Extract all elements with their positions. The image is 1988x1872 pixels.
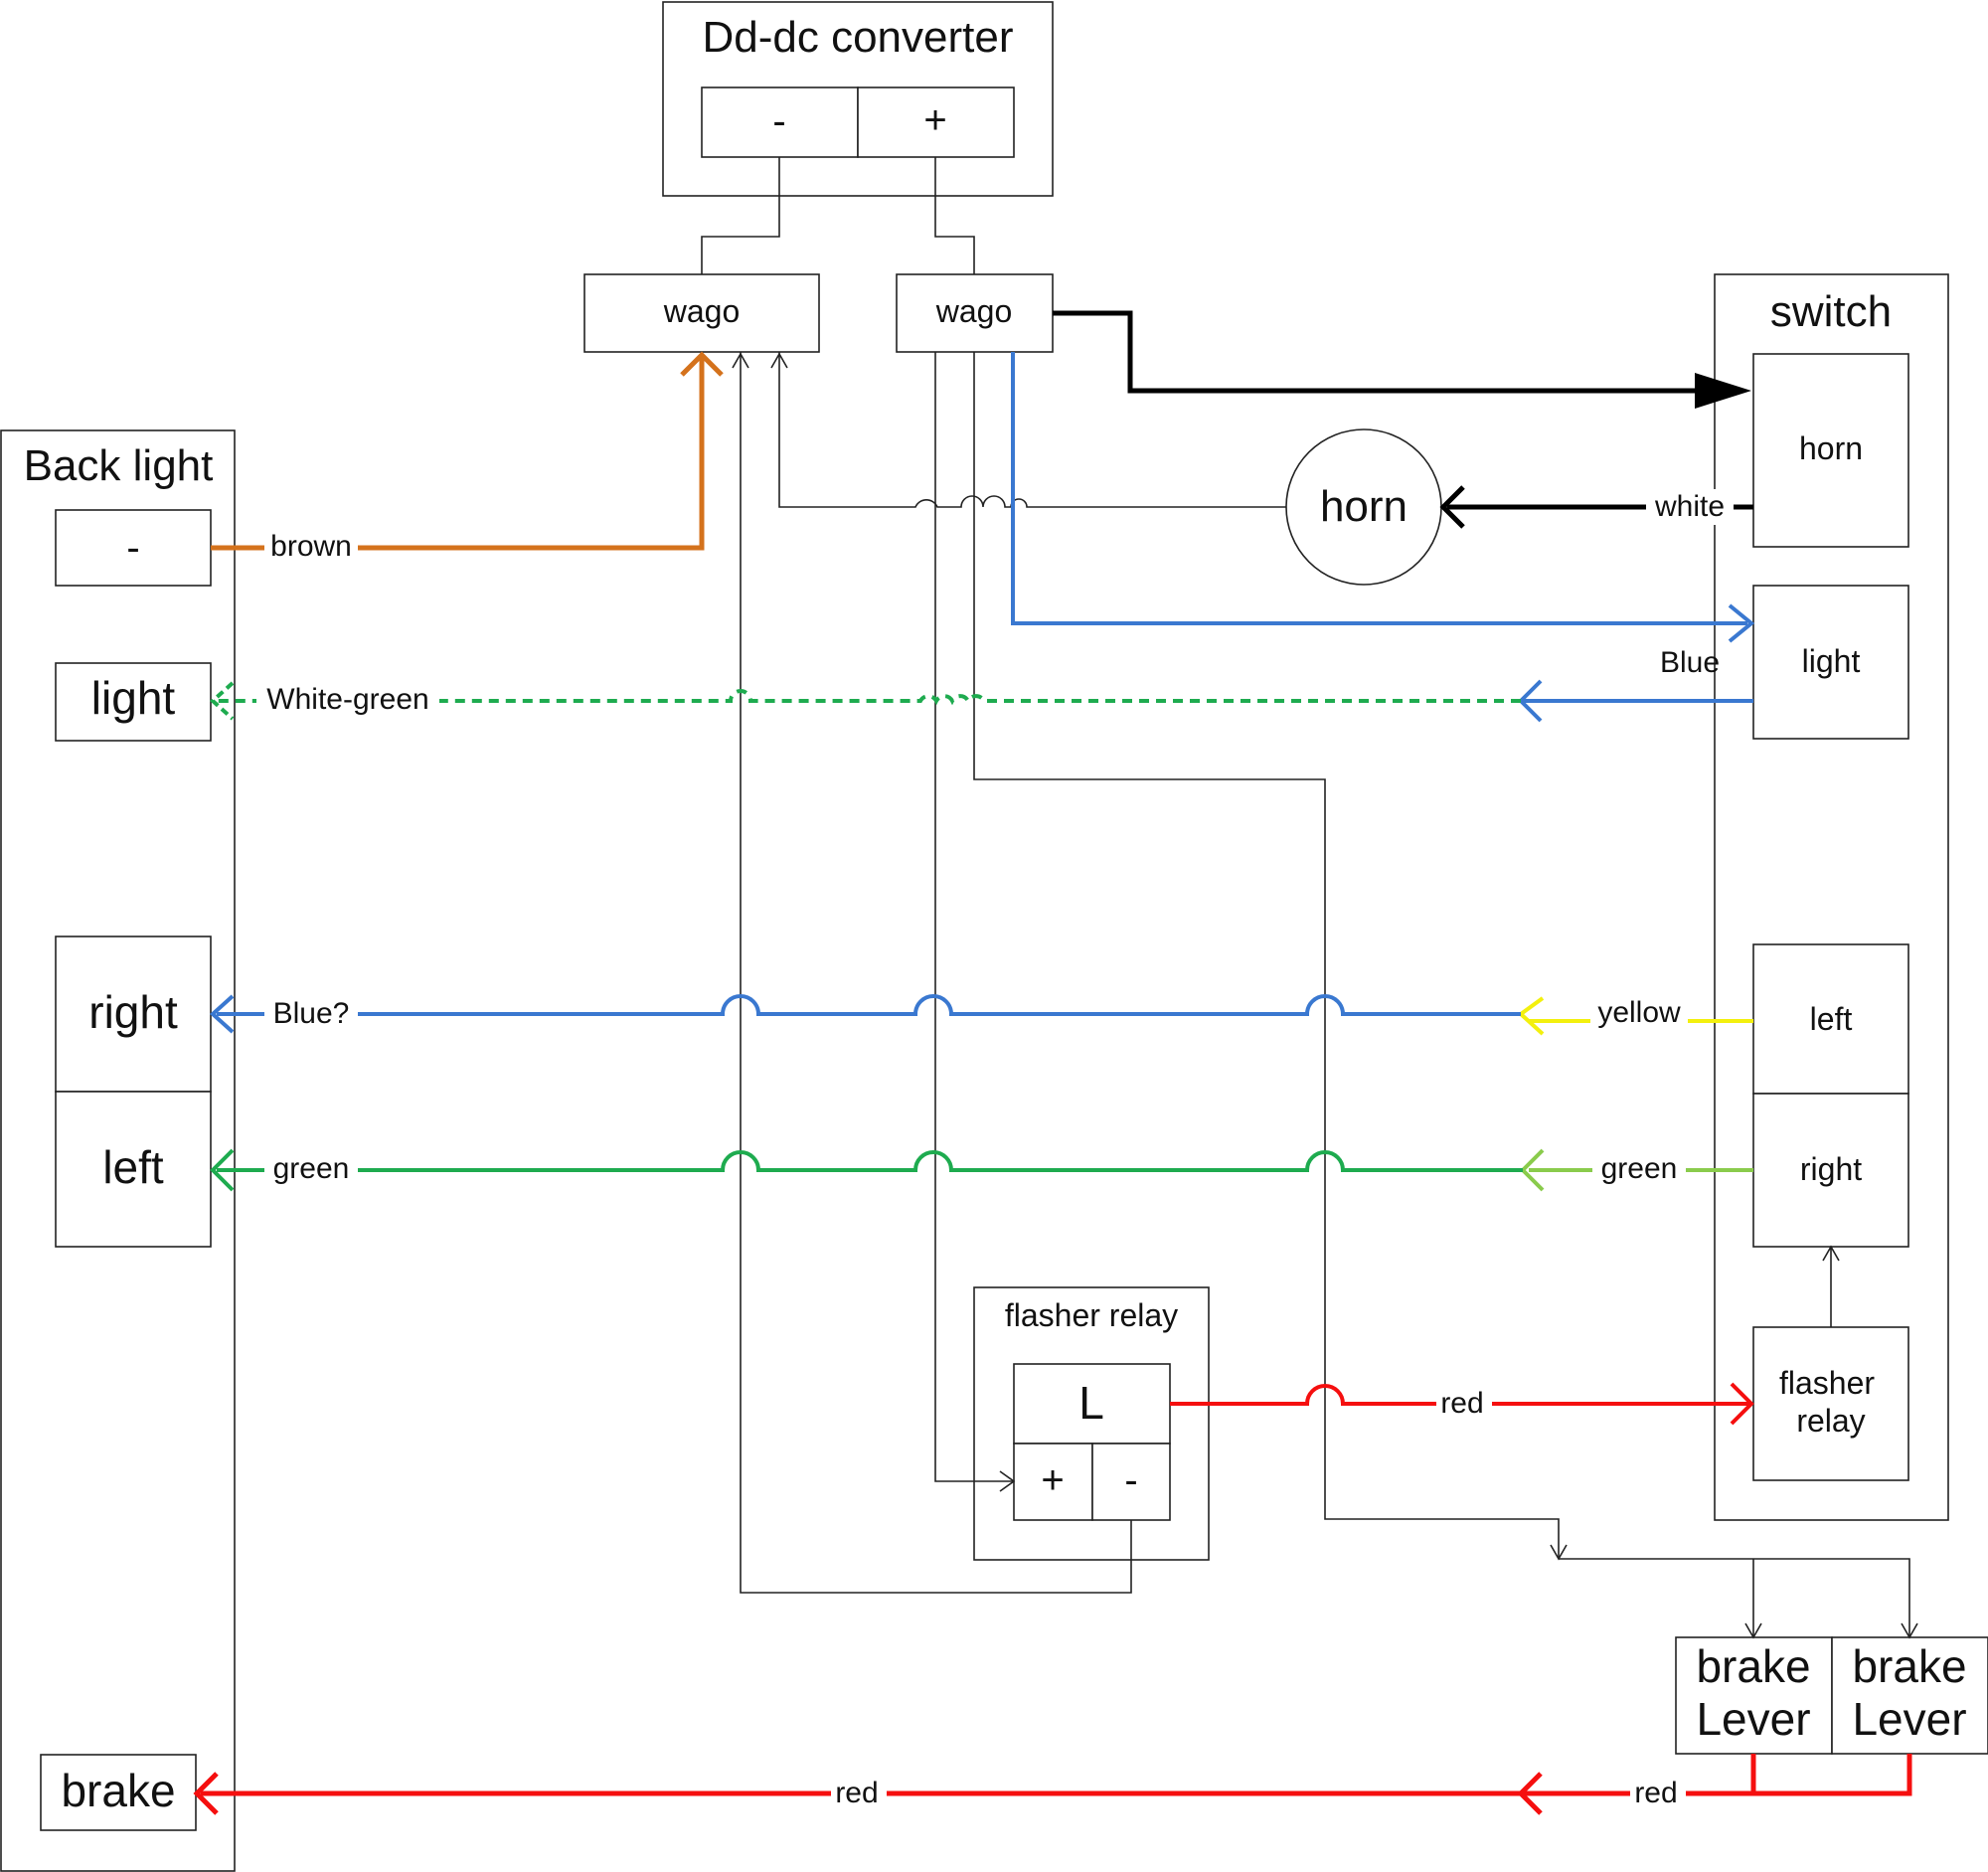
wire-horn-return	[778, 352, 1286, 508]
arrow-wago-left-a	[732, 352, 749, 369]
wire-green-left: green	[210, 1148, 1523, 1192]
back-light-left-label: left	[102, 1141, 164, 1193]
brake-lever-2-line1: brake	[1852, 1640, 1966, 1692]
brake-lever-1-line2: Lever	[1696, 1693, 1810, 1745]
flasher-relay-minus-terminal	[1091, 1443, 1171, 1521]
wire-label-green-right: green	[1601, 1152, 1678, 1185]
brake-lever-2-line2: Lever	[1852, 1693, 1966, 1745]
switch-left-terminal	[1752, 943, 1909, 1095]
back-light-unit: Back light - light right left brake	[0, 429, 236, 1872]
brake-levers: brake Lever brake Lever	[1675, 1636, 1988, 1755]
horn-label: horn	[1320, 482, 1408, 531]
wire-flasher-to-switch-right	[1822, 1245, 1840, 1327]
wire-red-relay: red	[1170, 1382, 1754, 1426]
wire-converter-plus-to-wago	[934, 157, 975, 274]
wire-label-brown: brown	[270, 530, 352, 563]
wire-wago-to-relay-plus	[934, 352, 1014, 1482]
wire-converter-minus-to-wago	[701, 157, 780, 274]
converter-minus-terminal	[701, 86, 859, 158]
back-light-left-terminal	[55, 1091, 212, 1248]
back-light-minus-label: -	[126, 526, 139, 570]
back-light-minus-terminal	[55, 509, 212, 587]
flasher-relay-L-terminal	[1013, 1363, 1171, 1445]
wire-blue-q: Blue?	[210, 994, 1521, 1034]
flasher-relay-title: flasher relay	[1005, 1297, 1178, 1333]
dc-dc-converter: Dd-dc converter - +	[662, 1, 1054, 197]
switch-unit: switch horn light left right flasher rel…	[1714, 273, 1949, 1521]
brake-lever-2	[1831, 1636, 1988, 1755]
switch-title: switch	[1770, 287, 1892, 336]
wire-wago-to-relay-minus	[740, 352, 1132, 1594]
converter-plus-label: +	[923, 98, 946, 142]
back-light-light-label: light	[91, 672, 176, 724]
converter-title: Dd-dc converter	[702, 13, 1013, 62]
wire-green-right: green	[1520, 1148, 1753, 1192]
wire-label-yellow: yellow	[1597, 996, 1681, 1029]
switch-flasher-label-line2: relay	[1796, 1403, 1865, 1439]
switch-left-label: left	[1810, 1001, 1853, 1037]
wire-yellow: yellow	[1517, 995, 1753, 1036]
wago-right-label: wago	[935, 293, 1013, 329]
back-light-title: Back light	[24, 441, 214, 490]
wire-label-white: white	[1654, 490, 1725, 523]
converter-plus-terminal	[857, 86, 1015, 158]
switch-flasher-label-line1: flasher	[1779, 1365, 1875, 1401]
wire-label-white-green: White-green	[266, 683, 428, 716]
wire-white: white	[1439, 485, 1753, 529]
wago-left-label: wago	[663, 293, 741, 329]
arrow-relay-plus	[999, 1470, 1016, 1492]
wire-label-red-relay: red	[1440, 1387, 1483, 1420]
switch-light-terminal	[1752, 585, 1909, 740]
switch-right-label: right	[1800, 1151, 1862, 1187]
switch-flasher-relay-terminal	[1752, 1326, 1909, 1481]
flasher-relay-plus-label: +	[1041, 1458, 1064, 1502]
brake-lever-1-line1: brake	[1696, 1640, 1810, 1692]
wago-left: wago	[583, 273, 820, 353]
wire-blue-to-switch-light	[1011, 352, 1755, 643]
wire-label-blue-q: Blue?	[273, 997, 350, 1030]
switch-horn-label: horn	[1799, 430, 1863, 466]
wire-black-to-switch	[1053, 310, 1751, 409]
wire-blue-switch-light-out: Blue	[1518, 646, 1753, 723]
arrow-wago-left-b	[770, 352, 788, 369]
flasher-relay-minus-label: -	[1124, 1458, 1137, 1502]
wire-label-red-brake-right: red	[1634, 1777, 1677, 1809]
flasher-relay-L-label: L	[1078, 1377, 1104, 1429]
wire-label-red-brake-mid: red	[835, 1777, 878, 1809]
arrow-brake-levers	[1744, 1622, 1918, 1639]
wire-brown: brown	[211, 351, 724, 565]
wire-wago-to-brake	[973, 352, 1560, 1559]
switch-horn-terminal	[1752, 353, 1909, 548]
wire-brake-lever-feed	[1559, 1558, 1910, 1637]
horn-unit: horn	[1285, 428, 1442, 586]
converter-minus-label: -	[772, 99, 785, 143]
switch-light-label: light	[1802, 643, 1861, 679]
wire-label-green-left: green	[273, 1152, 350, 1185]
back-light-light-terminal	[55, 662, 212, 742]
back-light-right-label: right	[88, 986, 178, 1038]
back-light-brake-label: brake	[61, 1765, 175, 1816]
flasher-relay-plus-terminal	[1013, 1443, 1093, 1521]
wire-label-blue-switch: Blue	[1660, 646, 1720, 679]
wago-right: wago	[896, 273, 1054, 353]
wire-white-green: White-green	[210, 681, 1521, 721]
flasher-relay-unit: flasher relay L + -	[973, 1286, 1210, 1561]
wire-red-brake: red red	[193, 1754, 1912, 1815]
